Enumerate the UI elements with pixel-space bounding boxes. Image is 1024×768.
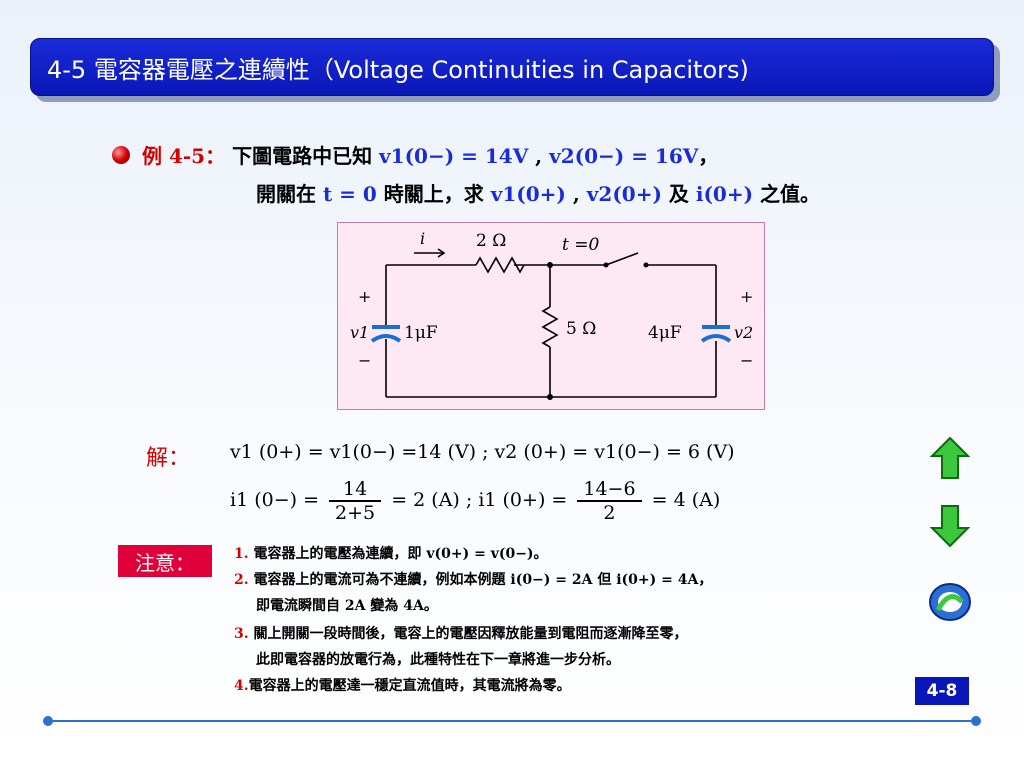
solution-label: 解：: [146, 446, 191, 471]
example-line-2: 開關在 t = 0 時關上，求 v1(0+) , v2(0+) 及 i(0+) …: [256, 178, 820, 207]
note-4-num: 4.: [234, 678, 249, 694]
find-i: i(0+): [695, 182, 754, 206]
circuit-diagram: i 2 Ω t =0 5 Ω 1μF 4μF v1 v2 + − + −: [337, 222, 765, 410]
solution-line-1: v1 (0+) = v1(0−) =14 (V) ; v2 (0+) = v1(…: [230, 441, 735, 463]
note-3: 3. 關上開關一段時間後，電容上的電壓因釋放能量到電阻而逐漸降至零，: [234, 623, 688, 643]
example-line-1: 例 4-5： 下圖電路中已知 v1(0−) = 14V , v2(0−) = 1…: [142, 140, 718, 169]
fraction-2: 14−6 2: [577, 478, 642, 524]
example-text-2: 開關在: [256, 182, 316, 206]
return-icon[interactable]: [928, 580, 971, 624]
fraction-1-den: 2+5: [335, 502, 376, 524]
note-2: 2. 電容器上的電流可為不連續，例如本例題 i(0−) = 2A 但 i(0+)…: [234, 569, 712, 589]
fraction-2-num: 14−6: [577, 478, 642, 502]
v2-plus: +: [740, 287, 754, 306]
note-2-num: 2.: [234, 572, 249, 588]
arrow-up-icon[interactable]: [929, 436, 971, 480]
solution-rhs: = 4 (A): [651, 489, 721, 511]
v1-minus: −: [358, 351, 372, 370]
c1-label: 1μF: [404, 323, 438, 343]
footer-divider: [48, 720, 976, 722]
page-number: 4-8: [915, 677, 969, 705]
example-label: 例 4-5：: [142, 144, 226, 168]
note-3-text: 關上開關一段時間後，電容上的電壓因釋放能量到電阻而逐漸降至零，: [248, 626, 688, 642]
fraction-1: 14 2+5: [329, 478, 382, 524]
note-1-num: 1.: [234, 546, 249, 562]
v2-label: v2: [734, 323, 754, 342]
bullet-icon: [112, 146, 130, 164]
solution-line-2: i1 (0−) = 14 2+5 = 2 (A) ; i1 (0+) = 14−…: [230, 478, 720, 524]
note-2b: 即電流瞬間自 2A 變為 4A。: [256, 598, 438, 614]
solution-mid: = 2 (A) ; i1 (0+) =: [391, 489, 568, 511]
note-2-text: 電容器上的電流可為不連續，例如本例題 i(0−) = 2A 但 i(0+) = …: [248, 572, 713, 588]
note-4-text: 電容器上的電壓達一穩定直流值時，其電流將為零。: [248, 678, 571, 694]
footer-dot-left: [43, 716, 53, 726]
note-1: 1. 電容器上的電壓為連續，即 v(0+) = v(0−)。: [234, 543, 548, 563]
current-label: i: [420, 229, 426, 248]
given-end: ，: [698, 144, 719, 168]
note-4: 4.電容器上的電壓達一穩定直流值時，其電流將為零。: [234, 675, 571, 695]
given-v1: v1(0−) = 14V: [379, 144, 529, 168]
given-sep: ,: [528, 144, 550, 168]
fraction-2-den: 2: [603, 502, 616, 524]
v2-minus: −: [740, 351, 754, 370]
switch-time: t = 0: [322, 182, 377, 206]
example-text-3: 時關上，求: [383, 182, 484, 206]
find-end: 之值。: [760, 182, 821, 206]
solution-i-before: i1 (0−) =: [230, 489, 319, 511]
slide-title: 4-5 電容器電壓之連續性（Voltage Continuities in Ca…: [47, 55, 749, 84]
find-and: 及: [668, 182, 689, 206]
given-v2: v2(0−) = 16V: [549, 144, 699, 168]
r1-label: 2 Ω: [476, 231, 507, 251]
note-badge: 注意：: [118, 545, 212, 577]
circuit-svg: [370, 248, 732, 400]
find-v1: v1(0+): [490, 182, 566, 206]
title-bar: 4-5 電容器電壓之連續性（Voltage Continuities in Ca…: [30, 38, 994, 96]
switch-label: t =0: [562, 235, 600, 255]
r2-label: 5 Ω: [566, 319, 597, 339]
note-1-text: 電容器上的電壓為連續，即 v(0+) = v(0−)。: [248, 546, 548, 562]
find-v2: v2(0+): [586, 182, 662, 206]
note-3b: 此即電容器的放電行為，此種特性在下一章將進一步分析。: [256, 652, 620, 668]
c2-label: 4μF: [648, 323, 682, 343]
note-3-num: 3.: [234, 626, 249, 642]
arrow-down-icon[interactable]: [929, 504, 971, 548]
footer-dot-right: [971, 716, 981, 726]
fraction-1-num: 14: [329, 478, 382, 502]
v1-label: v1: [350, 323, 370, 342]
find-sep: ,: [565, 182, 587, 206]
v1-plus: +: [358, 287, 372, 306]
example-text-1: 下圖電路中已知: [232, 144, 373, 168]
